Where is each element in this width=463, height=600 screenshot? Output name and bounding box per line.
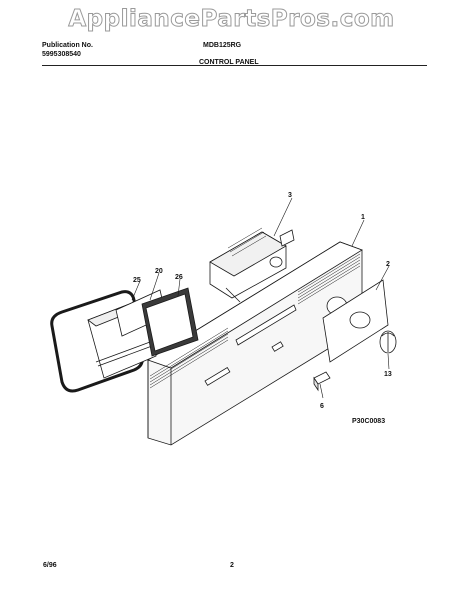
part-26-screen <box>141 287 199 357</box>
callout-20: 20 <box>155 268 163 275</box>
part-20-insert <box>87 289 167 379</box>
footer-date: 6/96 <box>43 562 57 569</box>
part-25-gasket <box>50 290 144 393</box>
part-13-knob <box>379 330 397 354</box>
callout-13: 13 <box>384 371 392 378</box>
watermark: AppliancePartsPros.com <box>68 6 395 33</box>
callout-26: 26 <box>175 274 183 281</box>
part-2-overlay <box>322 279 389 363</box>
callout-2: 2 <box>386 261 390 268</box>
part-6-switch <box>313 371 331 392</box>
callout-6: 6 <box>320 403 324 410</box>
publication-label: Publication No. <box>42 42 93 49</box>
callout-25: 25 <box>133 277 141 284</box>
header-rule <box>42 65 427 66</box>
page-number: 2 <box>230 562 234 569</box>
publication-block: Publication No. 5995308540 <box>42 41 93 59</box>
callout-1: 1 <box>361 214 365 221</box>
part-1-console <box>147 241 363 446</box>
leader-lines <box>131 197 390 399</box>
section-title: CONTROL PANEL <box>199 59 259 66</box>
vent-slots-upper <box>297 253 361 305</box>
callout-3: 3 <box>288 192 292 199</box>
publication-number: 5995308540 <box>42 51 81 58</box>
figure-code: P30C0083 <box>352 418 385 425</box>
model-number: MDB125RG <box>203 42 242 49</box>
part-3-timer <box>209 227 295 303</box>
vent-slots-lower <box>149 327 229 389</box>
